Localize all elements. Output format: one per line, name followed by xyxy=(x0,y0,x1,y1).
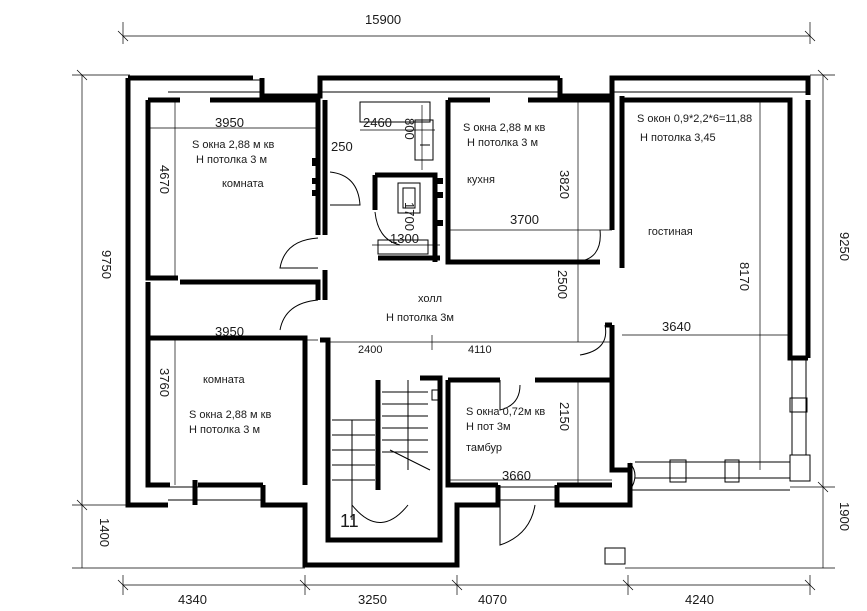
room-bottom-left-height: Н потолка 3 м xyxy=(189,424,260,436)
overall-dimension-lines xyxy=(72,22,835,595)
dim-left: 9750 xyxy=(99,250,114,279)
bath-dim-2460: 2460 xyxy=(363,115,392,130)
hall-dim-2500: 2500 xyxy=(555,270,570,299)
vestibule-depth: 2150 xyxy=(557,402,572,431)
living-window: S окон 0,9*2,2*6=11,88 xyxy=(637,113,752,125)
room-bottom-left-name: комната xyxy=(203,374,245,386)
vestibule-name: тамбур xyxy=(466,442,502,454)
dim-bottom-4: 4240 xyxy=(685,592,714,607)
room-top-left-width: 3950 xyxy=(215,115,244,130)
dim-bottom-left-side: 1400 xyxy=(97,518,112,547)
dim-right: 9250 xyxy=(837,232,852,261)
room-top-left: 3950 4670 S окна 2,88 м кв Н потолка 3 м… xyxy=(157,115,274,194)
dim-bottom-2: 3250 xyxy=(358,592,387,607)
hall-name: холл xyxy=(418,293,442,305)
interior-dimension-lines xyxy=(148,100,790,485)
kitchen: S окна 2,88 м кв Н потолка 3 м кухня 370… xyxy=(463,122,572,227)
bath-dim-800: 800 xyxy=(402,118,417,140)
room-bottom-left: 3950 3760 комната S окна 2,88 м кв Н пот… xyxy=(157,324,271,436)
dim-bottom-right-side: 1900 xyxy=(837,502,852,531)
room-top-left-name: комната xyxy=(222,178,264,190)
kitchen-window: S окна 2,88 м кв xyxy=(463,122,545,134)
vestibule-height: Н пот 3м xyxy=(466,421,511,433)
room-top-left-height: Н потолка 3 м xyxy=(196,154,267,166)
kitchen-depth: 3820 xyxy=(557,170,572,199)
bath-dim-1700: 1700 xyxy=(402,202,417,231)
room-bottom-left-depth: 3760 xyxy=(157,368,172,397)
walls xyxy=(125,75,811,568)
dim-top: 15900 xyxy=(365,12,401,27)
hall: холл Н потолка 3м 2400 4110 2500 xyxy=(358,270,570,356)
room-top-left-depth: 4670 xyxy=(157,165,172,194)
living-height: Н потолка 3,45 xyxy=(640,132,716,144)
stair-steps-label: 11 xyxy=(340,511,359,531)
windows xyxy=(168,79,808,501)
room-bottom-left-width: 3950 xyxy=(215,324,244,339)
room-top-left-window: S окна 2,88 м кв xyxy=(192,139,274,151)
dim-bottom-3: 4070 xyxy=(478,592,507,607)
bath-dim-1300: 1300 xyxy=(390,231,419,246)
kitchen-name: кухня xyxy=(467,174,495,186)
dim-bottom-1: 4340 xyxy=(178,592,207,607)
living-depth: 8170 xyxy=(737,262,752,291)
hall-height: Н потолка 3м xyxy=(386,312,454,324)
living-room: S окон 0,9*2,2*6=11,88 Н потолка 3,45 го… xyxy=(637,113,752,334)
vestibule-window: S окна 0,72м кв xyxy=(466,406,545,418)
hall-dim-4110: 4110 xyxy=(468,344,492,356)
doors xyxy=(279,171,636,546)
kitchen-width: 3700 xyxy=(510,212,539,227)
bath-dim-250: 250 xyxy=(331,139,353,154)
kitchen-height: Н потолка 3 м xyxy=(467,137,538,149)
living-width: 3640 xyxy=(662,319,691,334)
hall-dim-2400: 2400 xyxy=(358,344,382,356)
vestibule-width: 3660 xyxy=(502,468,531,483)
living-name: гостиная xyxy=(648,226,693,238)
vestibule: S окна 0,72м кв Н пот 3м тамбур 2150 366… xyxy=(466,402,572,483)
bathroom-fixtures xyxy=(312,101,626,565)
bathroom: 2460 250 800 1700 1300 xyxy=(331,115,419,246)
room-bottom-left-window: S окна 2,88 м кв xyxy=(189,409,271,421)
staircase xyxy=(332,380,431,523)
